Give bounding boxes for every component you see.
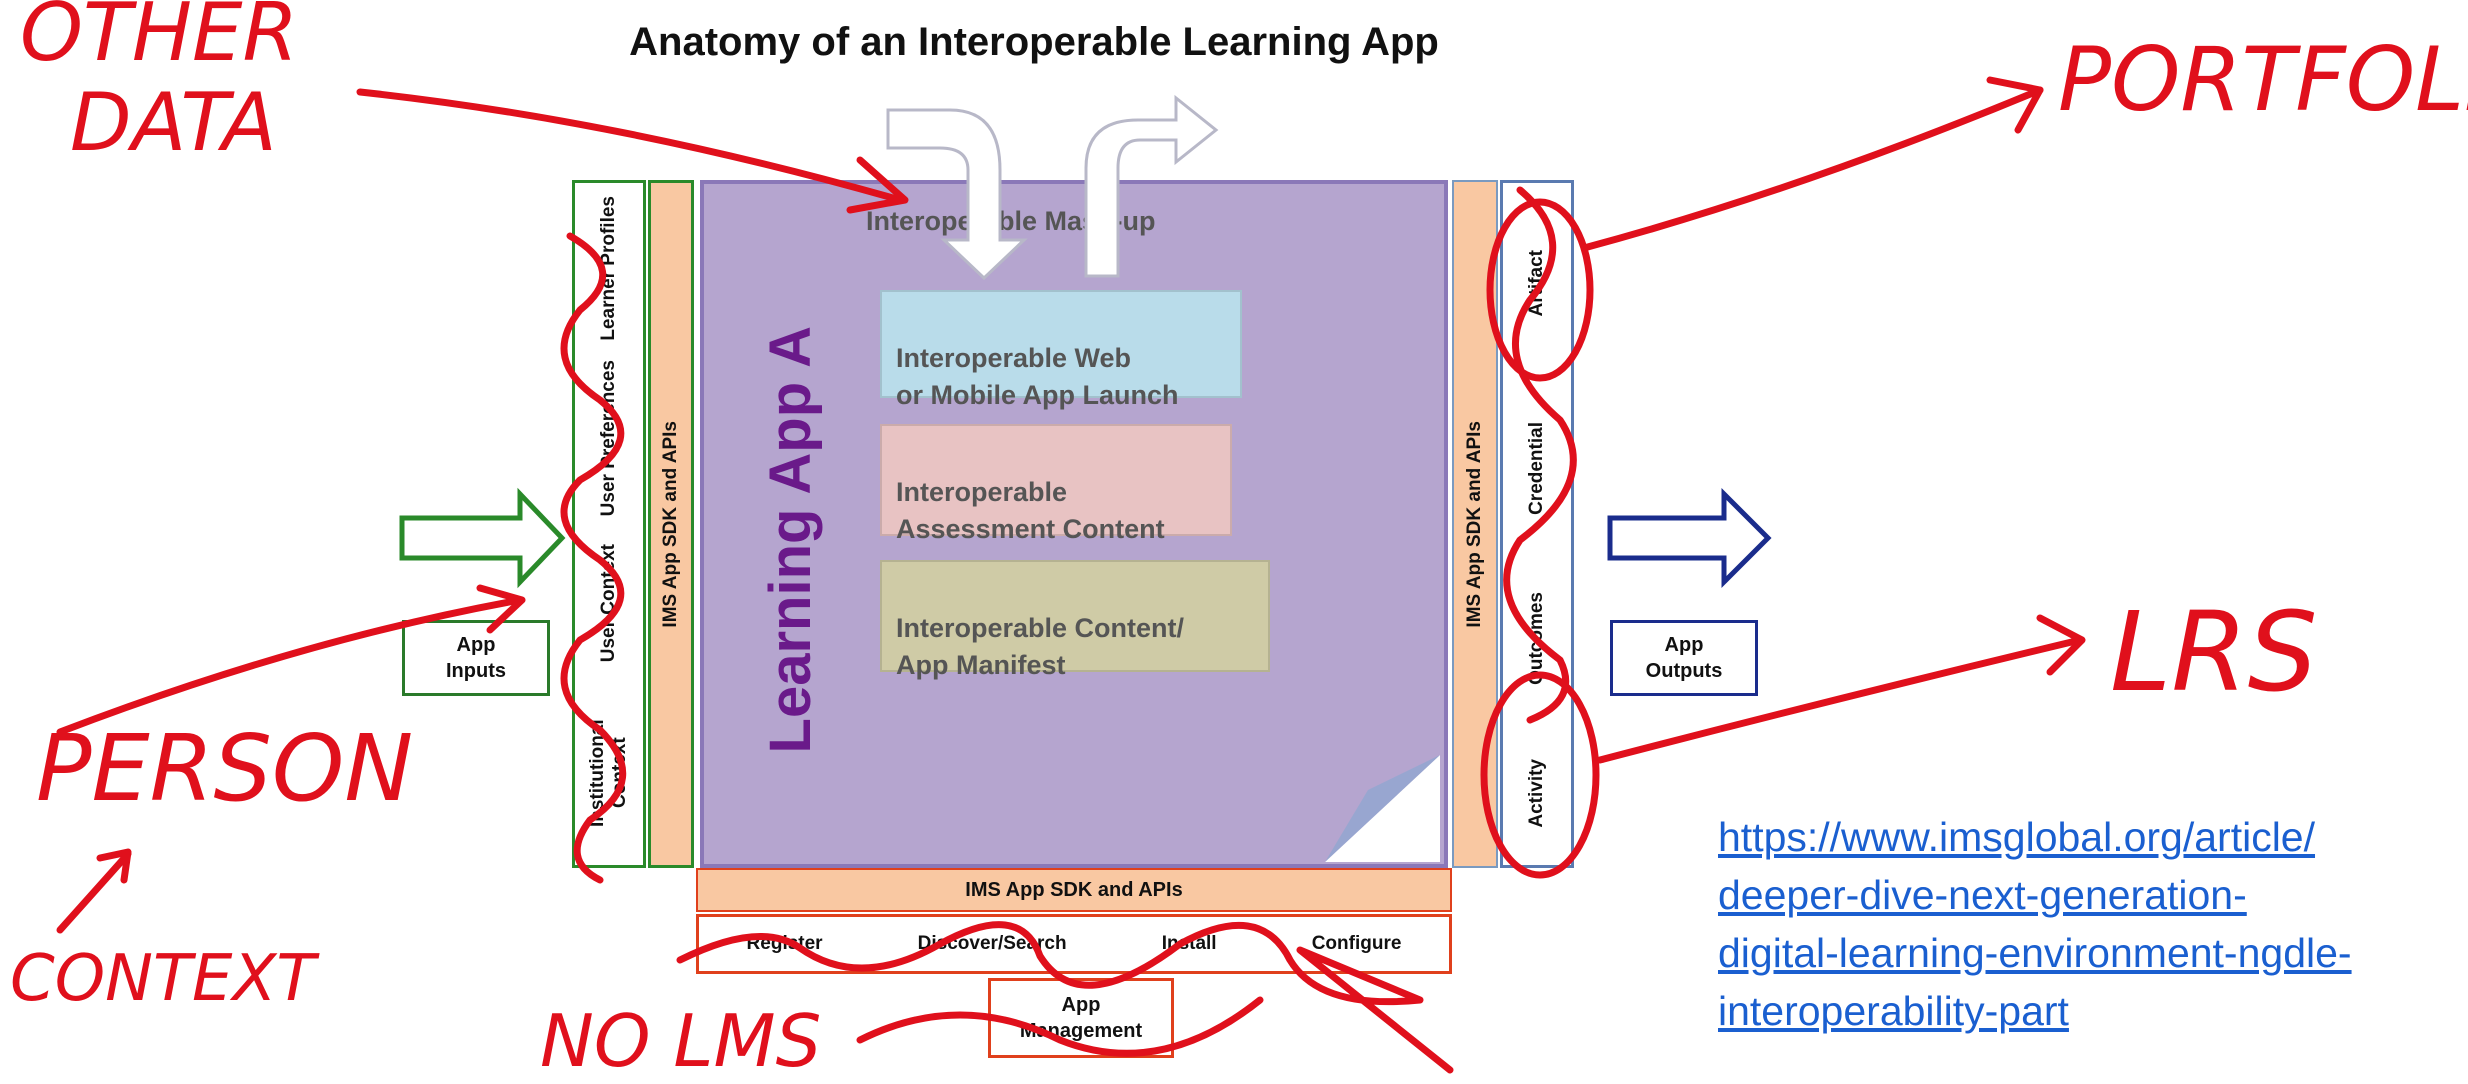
left-sdk-bar: IMS App SDK and APIs — [648, 180, 694, 868]
annotation-portfolio: PORTFOLIO — [2058, 28, 2468, 131]
annotation-no-lms: NO LMS — [540, 999, 821, 1083]
bottom-sdk-bar: IMS App SDK and APIs — [696, 868, 1452, 912]
diagram-title: Anatomy of an Interoperable Learning App — [0, 20, 2468, 65]
output-arrow-icon — [1607, 487, 1772, 589]
card-content-manifest: Interoperable Content/ App Manifest — [880, 560, 1270, 680]
mashup-in-arrow-icon — [886, 108, 1028, 281]
left-context-column: Learner Profiles User Preferences User C… — [572, 180, 646, 868]
input-arrow-icon — [399, 487, 566, 589]
mgmt-configure: Configure — [1311, 933, 1402, 954]
annotation-other-data-1: OTHER — [20, 0, 298, 79]
annotation-other-data-2: DATA — [70, 76, 277, 169]
card-assessment: Interoperable Assessment Content — [880, 424, 1232, 544]
diagram-title-text: Anatomy of an Interoperable Learning App — [629, 20, 1439, 64]
article-link[interactable]: https://www.imsglobal.org/article/ deepe… — [1718, 814, 2352, 1034]
annotation-context: CONTEXT — [10, 942, 320, 1016]
card-web-launch: Interoperable Web or Mobile App Launch — [880, 290, 1242, 410]
mashup-out-arrow-icon — [1084, 94, 1219, 278]
app-inputs-box: App Inputs — [402, 620, 550, 696]
app-outputs-box: App Outputs — [1610, 620, 1758, 696]
annotation-person: PERSON — [36, 715, 413, 822]
annotation-lrs: LRS — [2110, 588, 2318, 716]
